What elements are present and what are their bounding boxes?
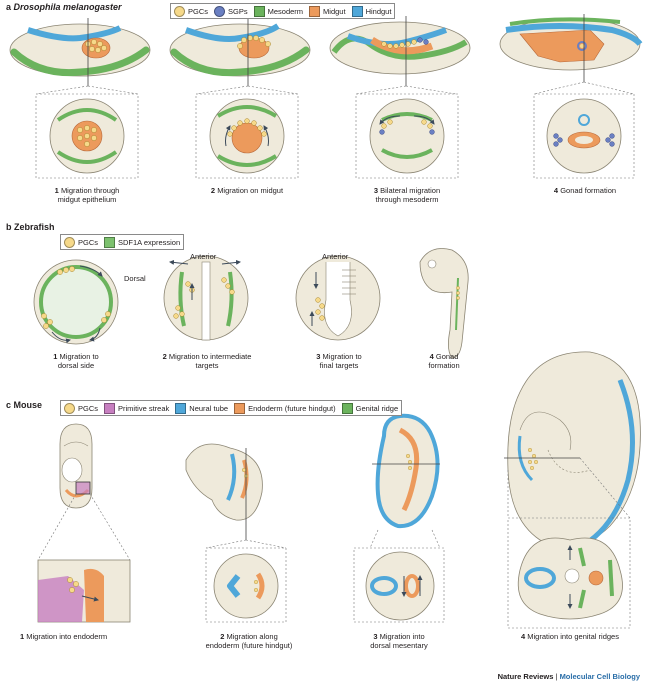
fly-embryo-3 [329,16,471,86]
anterior-label-3: Anterior [322,252,349,261]
panel-c-legend: PGCs Primitive streak Neural tube Endode… [60,400,403,416]
mouse-embryo-4 [504,351,641,629]
fly-section-1 [49,98,125,174]
panel-a-heading: a Drosophila melanogaster [6,2,122,12]
mouse-section-1 [37,559,131,623]
sgp-circle-icon [214,5,226,17]
panel-c-label: c [6,400,12,410]
dorsal-label: Dorsal [124,274,146,283]
panel-a-step-4-caption: 4 Gonad formation [553,186,617,195]
sdf1a-swatch-icon [104,236,116,248]
mouse-embryo-1 [37,423,131,561]
fly-section-4 [546,98,622,174]
legend-item-mesoderm: Mesoderm [253,5,303,17]
legend-item-pgcs: PGCs [64,402,98,414]
pgc-circle-icon [64,236,75,248]
zebrafish-embryo-4 [419,248,469,359]
mouse-embryo-3 [353,413,445,623]
neural-tube-swatch-icon [175,402,187,414]
fly-embryo-2 [169,18,311,86]
hindgut-swatch-icon [351,5,363,17]
panel-a-legend: PGCs SGPs Mesoderm Midgut Hindgut [170,3,396,19]
pgc-circle-icon [64,402,75,414]
mouse-embryo-2 [185,443,287,623]
legend-item-sgps: SGPs [214,5,248,17]
journal-name: Nature Reviews [497,672,554,681]
primitive-streak-swatch-icon [104,402,116,414]
credit-separator: | [553,672,560,681]
zebrafish-embryo-3 [295,255,381,341]
panel-b-heading: b Zebrafish [6,222,55,232]
panel-b-title: Zebrafish [14,222,55,232]
panel-c-step-4-caption: 4 Migration into genital ridges [521,632,619,641]
panel-a-title: Drosophila melanogaster [13,2,122,12]
anterior-label-2: Anterior [190,252,217,261]
fly-section-2 [209,98,285,174]
panel-c-step-1-caption: 1 Migration into endoderm [20,632,108,641]
fly-embryo-4 [499,14,643,82]
legend-item-endoderm: Endoderm (future hindgut) [234,402,336,414]
journal-subtitle: Molecular Cell Biology [559,672,640,681]
fly-section-3 [369,98,445,174]
panel-c-title: Mouse [13,400,43,410]
genital-ridge-swatch-icon [341,402,353,414]
panel-c-heading: c Mouse [6,400,42,410]
mesoderm-swatch-icon [253,5,265,17]
panel-b-embryos [33,248,469,359]
pgc-circle-icon [174,5,185,17]
journal-credit: Nature Reviews | Molecular Cell Biology [498,672,640,681]
panel-b-label: b [6,222,12,232]
zebrafish-embryo-2 [163,255,249,341]
panel-c-embryos [37,351,641,629]
panel-a-label: a [6,2,12,12]
panel-a-embryos [9,14,643,179]
legend-item-pgcs: PGCs [64,236,98,248]
fly-embryo-1 [9,18,151,86]
endoderm-swatch-icon [234,402,246,414]
legend-item-hindgut: Hindgut [351,5,391,17]
legend-item-genital-ridge: Genital ridge [341,402,398,414]
zebrafish-embryo-1 [33,259,119,345]
legend-item-pgcs: PGCs [174,5,208,17]
legend-item-midgut: Midgut [309,5,346,17]
panel-b-legend: PGCs SDF1A expression [60,234,185,250]
legend-item-sdf1a: SDF1A expression [104,236,180,248]
legend-item-primitive-streak: Primitive streak [104,402,169,414]
panel-a-step-2-caption: 2 Migration on midgut [210,186,284,195]
legend-item-neural-tube: Neural tube [175,402,228,414]
midgut-swatch-icon [309,5,321,17]
